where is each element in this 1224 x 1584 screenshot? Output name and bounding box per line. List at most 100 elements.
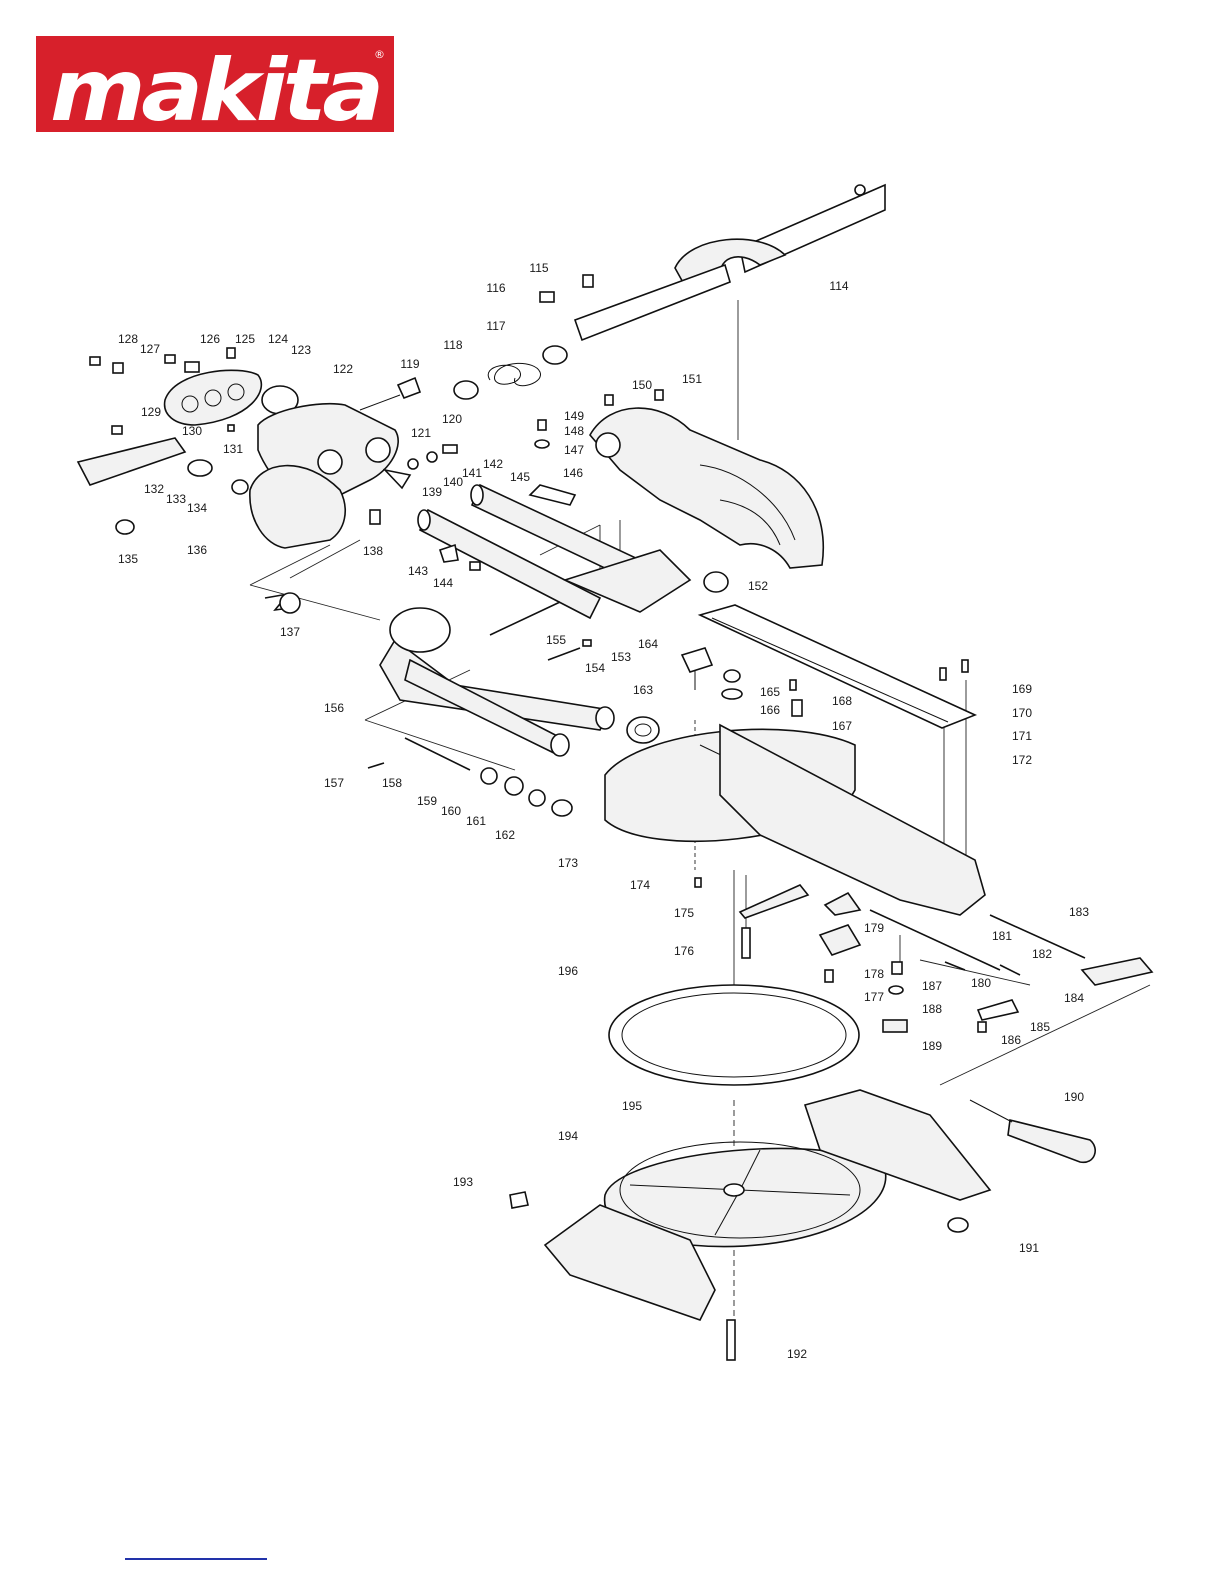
part-label-160: 160 [441,804,461,818]
part-ring-plates [608,984,860,1086]
part-label-159: 159 [417,794,437,808]
part-turntable [604,723,986,916]
part-label-186: 186 [1001,1033,1021,1047]
part-label-119: 119 [400,357,419,371]
part-label-169: 169 [1012,682,1032,696]
part-label-173: 173 [558,856,578,870]
logo-background [36,36,394,132]
part-label-135: 135 [118,552,138,566]
part-springs-knobs [359,345,568,411]
part-label-123: 123 [291,343,311,357]
part-label-190: 190 [1064,1090,1084,1104]
part-label-143: 143 [408,564,428,578]
part-label-195: 195 [622,1099,642,1113]
part-label-156: 156 [324,701,344,715]
part-label-117: 117 [486,319,505,333]
part-handle [969,1099,1096,1164]
part-saw-arm-housing [589,407,824,569]
part-label-181: 181 [992,929,1012,943]
registered-mark: ® [374,48,385,61]
part-label-196: 196 [558,964,578,978]
part-label-129: 129 [141,405,161,419]
logo-wordmark: makita [50,41,380,132]
part-label-148: 148 [564,424,584,438]
part-label-162: 162 [495,828,515,842]
part-label-132: 132 [144,482,164,496]
part-label-118: 118 [443,338,462,352]
part-label-158: 158 [382,776,402,790]
part-knobs-rings [626,571,729,744]
part-label-144: 144 [433,576,453,590]
part-label-168: 168 [832,694,852,708]
part-label-122: 122 [333,362,353,376]
part-label-182: 182 [1032,947,1052,961]
part-label-176: 176 [674,944,694,958]
part-label-178: 178 [864,967,884,981]
part-label-151: 151 [682,372,702,386]
part-label-192: 192 [787,1347,807,1361]
part-label-172: 172 [1012,753,1032,767]
part-label-183: 183 [1069,905,1089,919]
part-label-142: 142 [483,457,503,471]
part-label-180: 180 [971,976,991,990]
part-label-133: 133 [166,492,186,506]
part-label-161: 161 [466,814,486,828]
part-label-141: 141 [462,466,482,480]
part-label-189: 189 [922,1039,942,1053]
part-label-139: 139 [422,485,442,499]
part-label-137: 137 [280,625,300,639]
part-label-140: 140 [443,475,463,489]
part-label-134: 134 [187,501,207,515]
part-label-165: 165 [760,685,780,699]
part-label-147: 147 [564,443,584,457]
part-label-125: 125 [235,332,255,346]
part-label-136: 136 [187,543,207,557]
part-label-185: 185 [1030,1020,1050,1034]
part-label-115: 115 [529,261,548,275]
part-label-128: 128 [118,332,138,346]
part-label-154: 154 [585,661,605,675]
part-label-194: 194 [558,1129,578,1143]
part-label-120: 120 [442,412,462,426]
part-label-138: 138 [363,544,383,558]
part-label-152: 152 [748,579,768,593]
part-label-145: 145 [510,470,530,484]
part-label-191: 191 [1019,1241,1039,1255]
part-label-184: 184 [1064,991,1084,1005]
part-label-177: 177 [864,990,884,1004]
part-label-127: 127 [140,342,160,356]
part-label-166: 166 [760,703,780,717]
part-label-153: 153 [611,650,631,664]
part-label-163: 163 [633,683,653,697]
part-label-150: 150 [632,378,652,392]
footer-link-underline[interactable] [125,1558,267,1560]
part-label-130: 130 [182,424,202,438]
part-label-114: 114 [829,279,848,293]
part-slide-rails [379,483,692,757]
part-label-121: 121 [411,426,431,440]
part-label-167: 167 [832,719,852,733]
part-label-126: 126 [200,332,220,346]
part-label-155: 155 [546,633,566,647]
part-label-131: 131 [223,442,243,456]
part-bracket-assembly [76,369,399,614]
part-label-179: 179 [864,921,884,935]
makita-logo: makita ® [36,36,394,132]
part-label-116: 116 [486,281,505,295]
part-small-hardware [89,274,1154,1361]
part-fence [573,183,886,342]
part-label-171: 171 [1012,729,1032,743]
part-label-164: 164 [638,637,658,651]
part-base [543,1089,992,1321]
part-label-146: 146 [563,466,583,480]
part-label-149: 149 [564,409,584,423]
part-label-124: 124 [268,332,288,346]
part-label-157: 157 [324,776,344,790]
part-fence-rail [697,604,978,729]
part-label-193: 193 [453,1175,473,1189]
part-label-187: 187 [922,979,942,993]
part-label-175: 175 [674,906,694,920]
part-label-188: 188 [922,1002,942,1016]
